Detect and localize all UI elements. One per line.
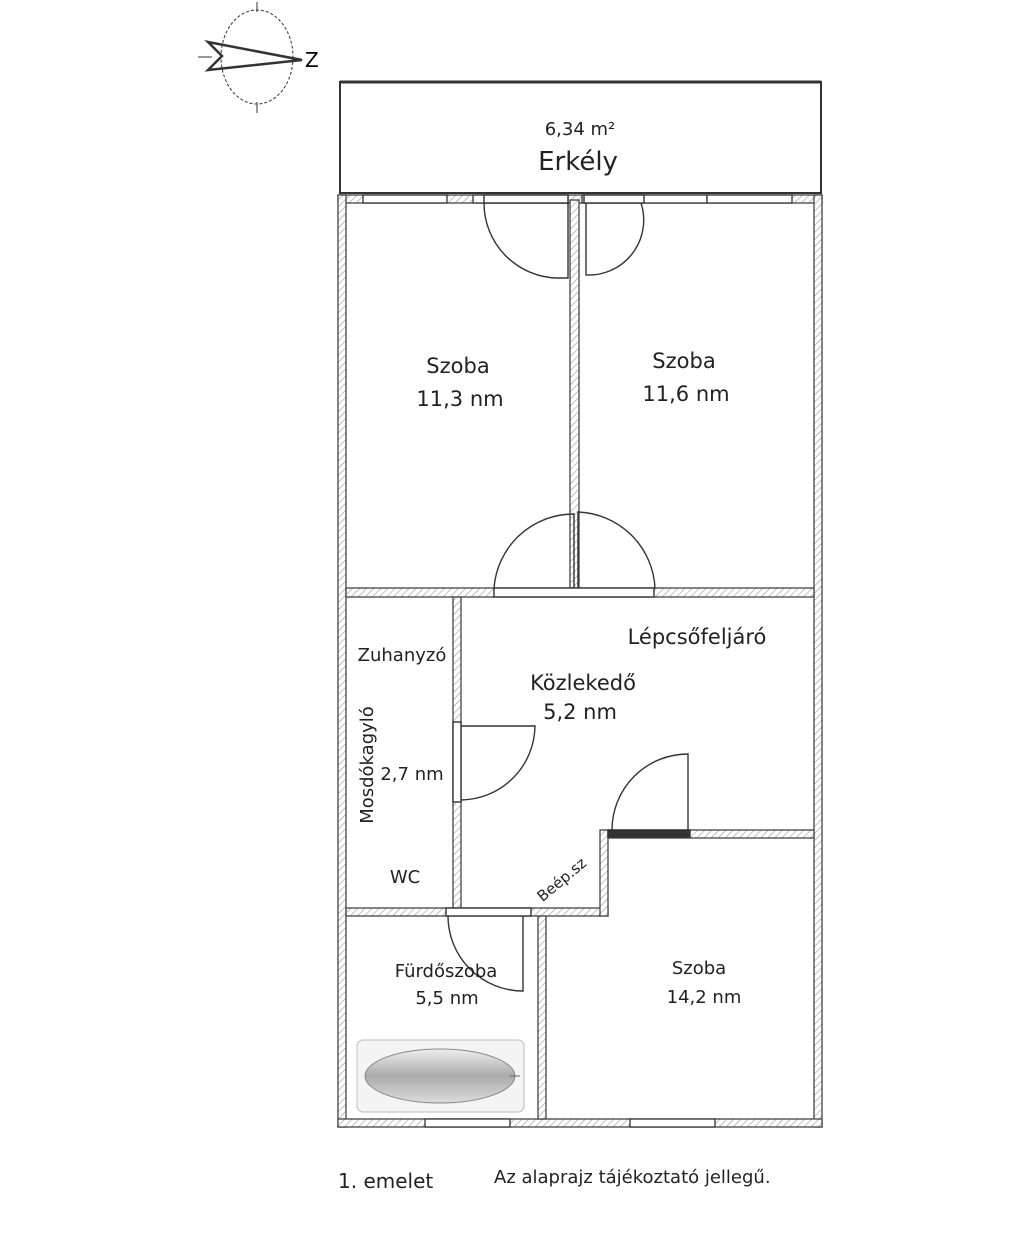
wc-label: WC [389, 866, 421, 888]
walls [337, 194, 823, 1128]
bathroom-area: 5,5 nm [415, 987, 479, 1009]
shower-label: Zuhanyzó [357, 644, 447, 666]
sink-label: Mosdókagyló [356, 706, 378, 824]
floor-label: 1. emelet [338, 1169, 434, 1193]
room-left-name: Szoba [426, 353, 490, 378]
room-right-area: 11,6 nm [642, 381, 730, 406]
disclaimer: Az alaprajz tájékoztató jellegű. [494, 1167, 771, 1188]
bathroom-name: Fürdőszoba [394, 960, 498, 982]
room-left-area: 11,3 nm [416, 386, 504, 411]
room-bottom-area: 14,2 nm [666, 986, 742, 1008]
bathtub-icon [356, 1039, 525, 1113]
compass-label: Z [305, 48, 319, 72]
hall-area: 5,2 nm [543, 699, 617, 724]
doors [445, 194, 691, 992]
stairs-name: Lépcsőfeljáró [627, 624, 767, 649]
room-bottom-name: Szoba [671, 957, 727, 979]
room-right-name: Szoba [652, 348, 716, 373]
compass-icon [198, 2, 303, 113]
hall-name: Közlekedő [530, 670, 636, 695]
balcony-area: 6,34 m² [544, 118, 616, 140]
shower-room-area: 2,7 nm [380, 763, 444, 785]
balcony-name: Erkély [538, 146, 618, 177]
